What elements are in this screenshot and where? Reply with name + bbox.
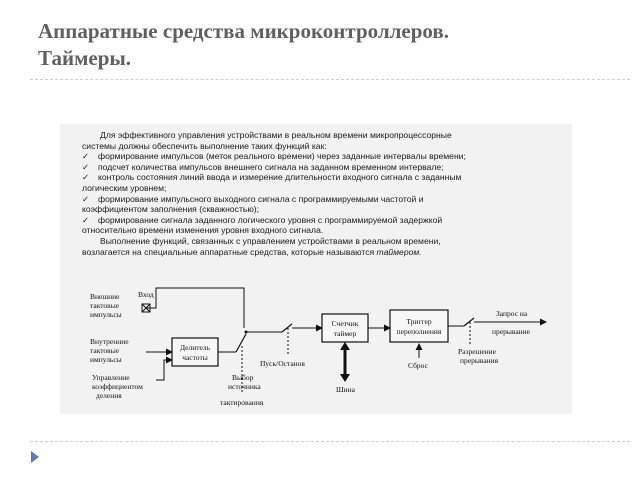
bus-arrow-down: [340, 374, 350, 382]
outro-term: таймером.: [376, 246, 422, 257]
input-label: Вход: [138, 290, 154, 299]
bullet-2: ✓ подсчет количества импульсов внешнего с…: [82, 162, 562, 173]
coef-control-label-3: деления: [96, 391, 122, 400]
coef-control-label-1: Управление: [92, 373, 130, 382]
irq-enable-switch: [463, 317, 475, 327]
external-pulses-label-1: Внешние: [90, 292, 120, 301]
divider-label-2: частоты: [182, 353, 208, 362]
bullet-3-continuation: логическим уровнем;: [82, 182, 167, 193]
internal-pulses-label-2: тактовые: [90, 346, 120, 355]
external-pulses-label-2: тактовые: [90, 301, 120, 310]
coef-to-divider-wire: [156, 356, 173, 381]
irq-enable-label-2: прерывания: [460, 356, 499, 365]
footer-divider: [30, 441, 630, 442]
bullet-4-text: формирование импульсного выходного сигна…: [98, 193, 424, 204]
start-stop-switch: [281, 323, 293, 333]
trigger-label-1: Триггер: [406, 317, 431, 326]
source-select-label-2: источника: [228, 382, 261, 391]
slide-title-line-1: Аппаратные средства микроконтроллеров.: [38, 19, 449, 43]
scanned-figure: [60, 124, 572, 414]
irq-request-label-1: Запрос на: [496, 309, 528, 318]
outro-line-1: Выполнение функций, связанных с управлен…: [100, 235, 441, 246]
source-select-switch: [235, 333, 247, 353]
bullet-1-text: формирование импульсов (меток реального …: [98, 151, 466, 162]
bullet-1: ✓ формирование импульсов (меток реального…: [82, 151, 562, 162]
title-divider: [30, 79, 630, 80]
overflow-trigger-block: [389, 309, 449, 343]
bus-arrow-up: [340, 342, 350, 350]
slide-title-line-2: Таймеры.: [38, 46, 132, 70]
counter-label-1: Счетчик: [332, 319, 359, 328]
trigger-label-2: переполнения: [397, 327, 442, 336]
start-stop-label: Пуск/Останов: [260, 359, 305, 368]
checkmark-icon: ✓: [82, 161, 90, 172]
timer-functions-text: Для эффективного управления устройствами…: [82, 130, 562, 257]
bullet-5-text: формирование сигнала заданного логическо…: [98, 214, 443, 225]
bullet-3: ✓ контроль состояния линий ввода и измере…: [82, 172, 562, 183]
source-select-label-1: Выбор: [232, 373, 254, 382]
outro-line-2-text: возлагается на специальные аппаратные ср…: [82, 246, 377, 257]
bullet-2-text: подсчет количества импульсов внешнего си…: [98, 161, 444, 172]
checkmark-icon: ✓: [82, 214, 90, 225]
counter-label-2: таймер: [334, 329, 357, 338]
internal-pulses-label-1: Внутренние: [90, 337, 129, 346]
bullet-3-text: контроль состояния линий ввода и измерен…: [98, 172, 462, 183]
bullet-5-continuation: относительно времени изменения уровня вх…: [82, 225, 324, 236]
navigation-arrow-icon: [31, 451, 39, 463]
reset-label: Сброс: [408, 361, 429, 370]
checkmark-icon: ✓: [82, 151, 90, 162]
source-select-label-3: тактирования: [220, 398, 264, 407]
timer-block-diagram: Внешние тактовые импульсы Вход Внутренни…: [90, 287, 547, 407]
intro-line-1: Для эффективного управления устройствами…: [100, 130, 452, 140]
slide-title: Аппаратные средства микроконтроллеров. Т…: [38, 18, 598, 72]
external-pulses-label-3: импульсы: [90, 310, 122, 319]
bullet-5: ✓ формирование сигнала заданного логическ…: [82, 215, 562, 226]
outro-line-2: возлагается на специальные аппаратные ср…: [82, 247, 562, 258]
divider-label-1: Делитель: [180, 343, 211, 352]
bullet-4-continuation: коэффициентом заполнения (скважностью);: [82, 204, 260, 215]
bus-label: Шина: [336, 385, 356, 394]
irq-enable-label-1: Разрешение: [458, 347, 497, 356]
irq-request-label-2: прерывание: [492, 327, 531, 336]
intro-line-2: системы должны обеспечить выполнение так…: [82, 140, 327, 151]
coef-control-label-2: коэффициентом: [92, 382, 143, 391]
internal-pulses-label-3: импульсы: [90, 355, 122, 364]
bullet-4: ✓ формирование импульсного выходного сигн…: [82, 194, 562, 205]
external-to-switch-wire: [146, 287, 245, 328]
checkmark-icon: ✓: [82, 172, 90, 183]
checkmark-icon: ✓: [82, 193, 90, 204]
